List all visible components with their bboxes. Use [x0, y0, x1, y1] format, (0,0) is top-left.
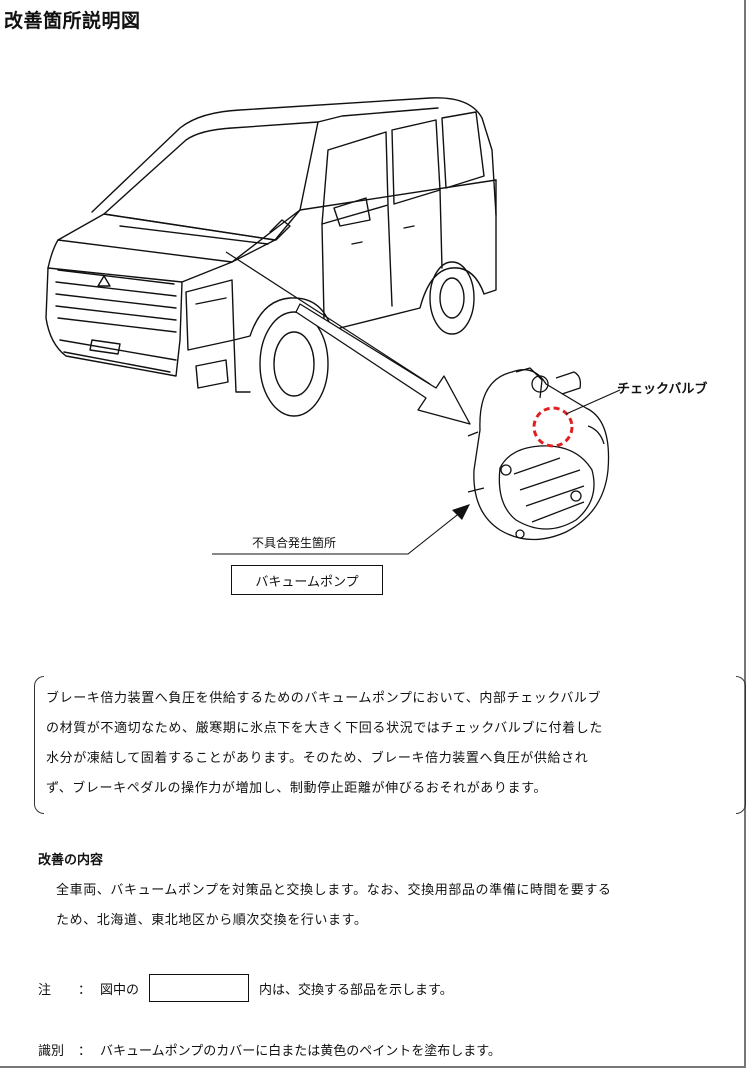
check-valve-label: チェックバルブ [617, 382, 708, 397]
defect-location-leader [212, 507, 467, 555]
bracket-left [34, 676, 44, 814]
description-line: の材質が不適切なため、厳寒期に氷点下を大きく下回る状況ではチェックバルブに付着し… [46, 721, 603, 736]
note-inline-box [149, 974, 250, 1002]
note-colon: ： [78, 982, 92, 998]
improvement-heading: 改善の内容 [38, 853, 104, 868]
description-line: ず、ブレーキペダルの操作力が増加し、制動停止距離が伸びるおそれがあります。 [46, 781, 547, 796]
check-valve-callout-line [565, 389, 621, 415]
identification-colon: ： [78, 1044, 92, 1059]
check-valve-highlight-circle [532, 406, 574, 448]
note-row: 注 ： 図中の 内は、交換する部品を示します。 [38, 974, 453, 1002]
improvement-line: ため、北海道、東北地区から順次交換を行います。 [56, 913, 368, 928]
note-after: 内は、交換する部品を示します。 [259, 982, 453, 998]
improvement-body: 全車両、バキュームポンプを対策品と交換します。なお、交換用部品の準備に時間を要す… [56, 876, 736, 936]
identification-key: 識別 [38, 1044, 65, 1059]
description-line: 水分が凍結して固着することがあります。そのため、ブレーキ倍力装置へ負圧が供給され [46, 751, 589, 766]
identification-text: バキュームポンプのカバーに白または黄色のペイントを塗布します。 [100, 1044, 501, 1059]
van-drawing [45, 97, 497, 417]
description-text: ブレーキ倍力装置へ負圧を供給するためのバキュームポンプにおいて、内部チェックバル… [46, 684, 736, 804]
part-name-text: バキュームポンプ [255, 574, 359, 590]
improvement-line: 全車両、バキュームポンプを対策品と交換します。なお、交換用部品の準備に時間を要す… [56, 883, 612, 898]
vehicle-illustration [45, 97, 621, 555]
location-arrow [295, 303, 471, 425]
description-box: ブレーキ倍力装置へ負圧を供給するためのバキュームポンプにおいて、内部チェックバル… [34, 676, 746, 814]
description-line: ブレーキ倍力装置へ負圧を供給するためのバキュームポンプにおいて、内部チェックバル… [46, 691, 602, 706]
bracket-right [736, 676, 746, 814]
note-before: 図中の [100, 982, 140, 998]
identification-row: 識別 ： バキュームポンプのカバーに白または黄色のペイントを塗布します。 [38, 1040, 501, 1059]
defect-location-arrowhead [452, 504, 470, 520]
note-key: 注 [38, 982, 52, 998]
vacuum-pump-drawing [467, 367, 610, 541]
part-name-box: バキュームポンプ [231, 565, 383, 595]
location-pointer-line [225, 251, 431, 385]
defect-location-label: 不具合発生箇所 [252, 536, 337, 550]
page-title: 改善箇所説明図 [4, 10, 141, 32]
